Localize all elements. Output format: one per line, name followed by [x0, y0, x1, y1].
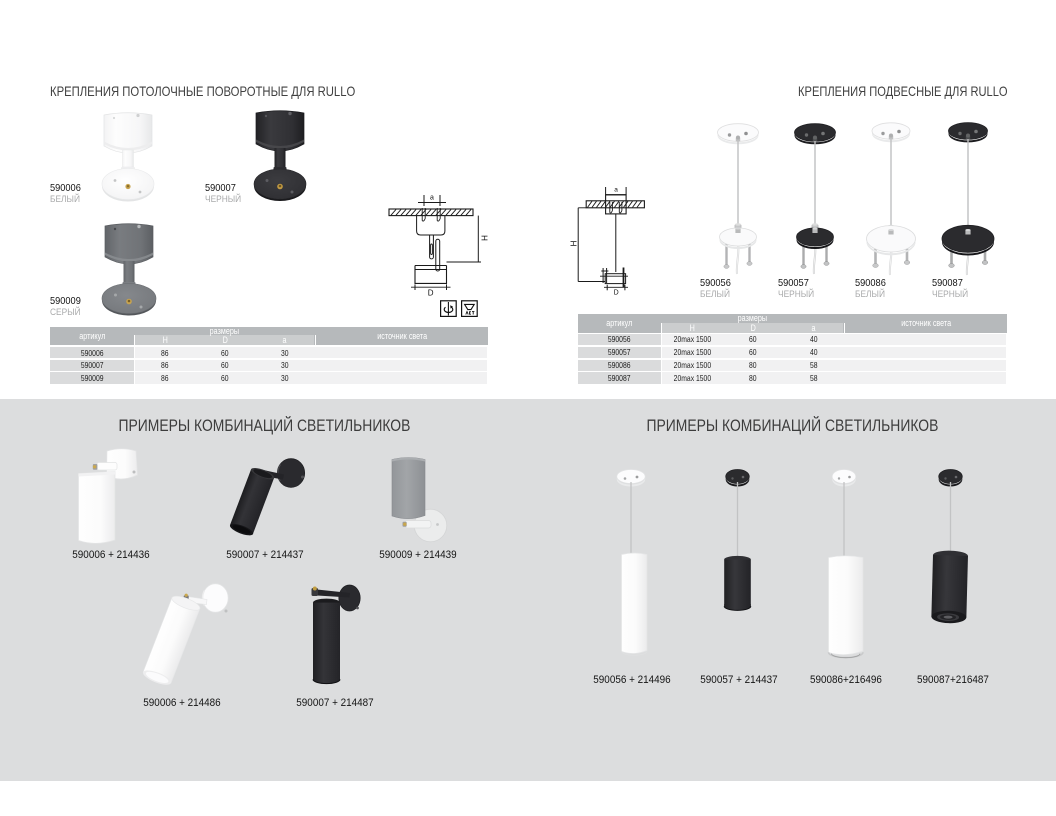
- svg-text:a: a: [430, 195, 434, 202]
- svg-text:H: H: [480, 235, 489, 241]
- svg-text:D: D: [428, 289, 434, 298]
- svg-text:D: D: [614, 290, 619, 297]
- svg-text:H: H: [570, 240, 578, 246]
- svg-text:a: a: [614, 187, 618, 194]
